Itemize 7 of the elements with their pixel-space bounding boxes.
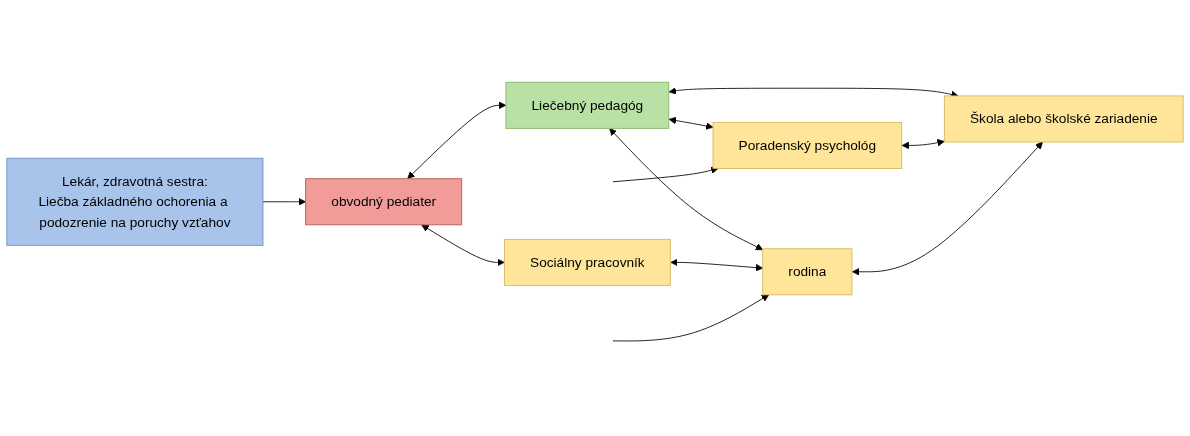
node-box: obvodný pediater [305, 178, 463, 226]
node-box: rodina [762, 248, 853, 296]
node-box: Škola alebo školské zariadenie [943, 95, 1184, 143]
node-box: Liečebný pedagóg [505, 81, 670, 129]
node-box: Sociálny pracovník [504, 238, 671, 286]
node-box: Poradenský psychológ [712, 121, 903, 169]
node-box: Lekár, zdravotná sestra: Liečba základného ochorenia a podozrenie na poruchy vzťahov [6, 157, 264, 246]
